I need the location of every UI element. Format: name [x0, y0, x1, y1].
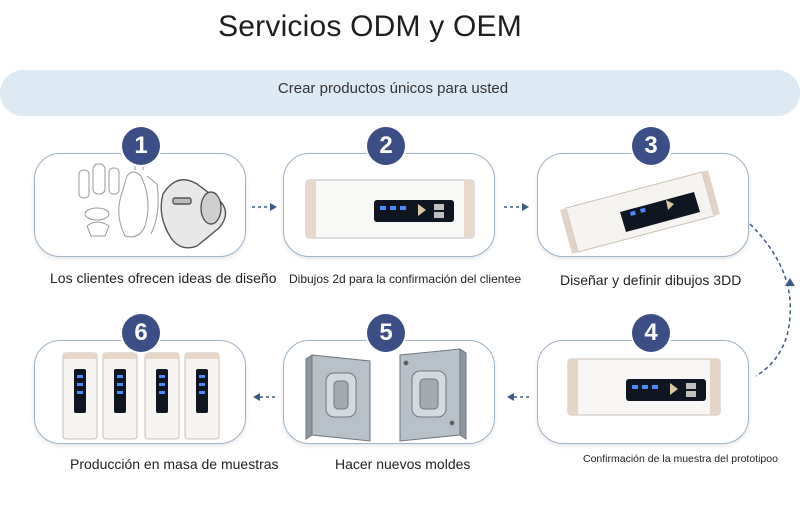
step-2-badge: 2 — [367, 127, 405, 165]
arrow-1-to-2 — [252, 203, 277, 211]
step-4-caption: Confirmación de la muestra del prototipo… — [583, 453, 778, 465]
step-4-card — [537, 340, 749, 444]
device-prototype-icon — [567, 358, 721, 416]
subtitle-bar — [0, 70, 800, 116]
step-6-badge: 6 — [122, 314, 160, 352]
arrow-3-to-4 — [749, 223, 795, 377]
page-subtitle: Crear productos únicos para usted — [277, 80, 509, 97]
step-2-card — [283, 153, 495, 257]
step-5-badge: 5 — [367, 314, 405, 352]
arrow-5-to-6 — [253, 393, 278, 401]
step-1-badge: 1 — [122, 127, 160, 165]
device-3d-render-icon — [560, 170, 720, 254]
page-title: Servicios ODM y OEM — [218, 10, 522, 43]
arrow-4-to-5 — [507, 393, 532, 401]
step-3-caption: Diseñar y definir dibujos 3DD — [560, 272, 742, 288]
arrow-2-to-3 — [504, 203, 529, 211]
mass-production-devices-icon — [62, 352, 220, 440]
step-1-card — [34, 153, 246, 257]
step-6-caption: Producción en masa de muestras — [70, 456, 279, 472]
device-2d-drawing-icon — [305, 179, 475, 239]
mold-icon — [305, 348, 467, 442]
step-3-badge: 3 — [632, 127, 670, 165]
step-5-card — [283, 340, 495, 444]
step-3-card — [537, 153, 749, 257]
step-4-badge: 4 — [632, 314, 670, 352]
step-2-caption: Dibujos 2d para la confirmación del clie… — [289, 272, 522, 286]
step-5-caption: Hacer nuevos moldes — [335, 456, 471, 472]
step-1-caption: Los clientes ofrecen ideas de diseño — [50, 270, 277, 286]
sketch-drawing-icon — [78, 163, 227, 249]
step-6-card — [34, 340, 246, 444]
